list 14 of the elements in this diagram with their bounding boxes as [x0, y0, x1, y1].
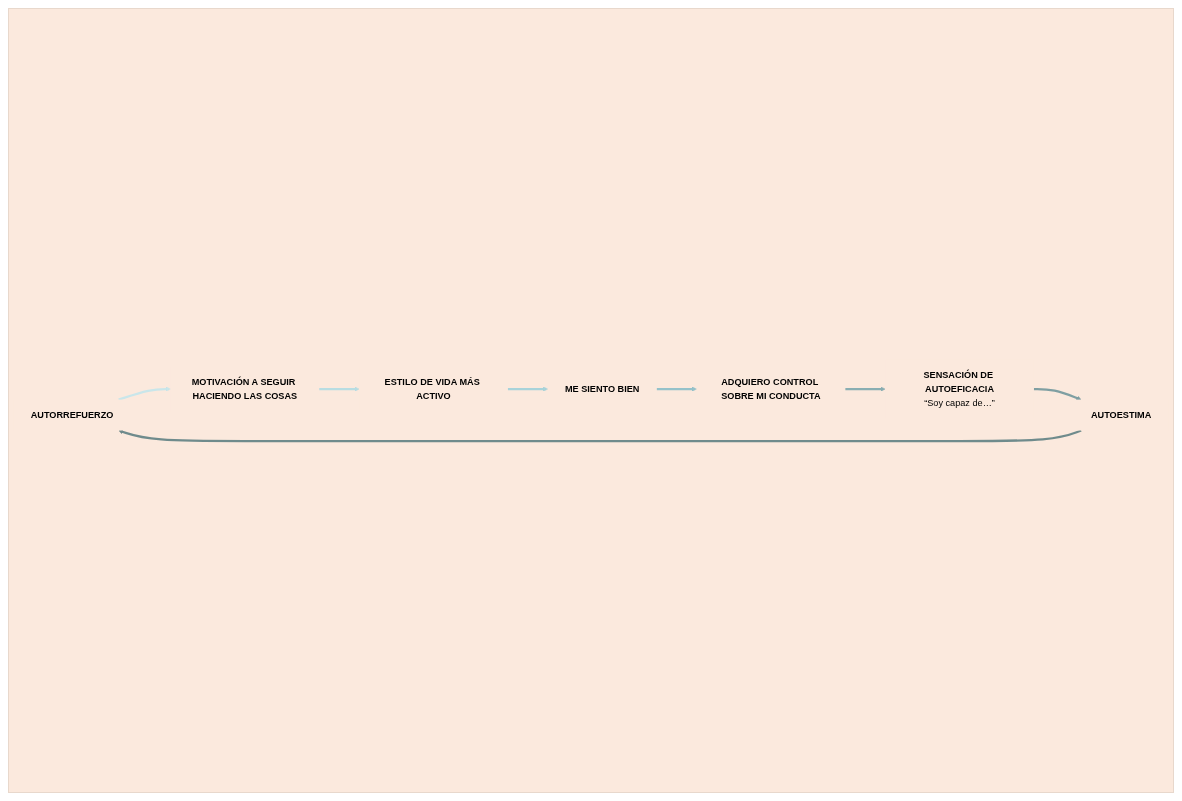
node-text: AUTOESTIMA	[1090, 409, 1152, 420]
arrow	[118, 429, 1082, 443]
node-text: ESTILO DE VIDA MÁS ACTIVO	[384, 377, 480, 401]
arrow	[319, 386, 360, 392]
arrow	[656, 386, 697, 392]
arrow	[845, 386, 886, 392]
node-text: AUTORREFUERZO	[30, 409, 114, 420]
node-text: SENSACIÓN DE AUTOEFICACIA “Soy capaz de…”	[923, 370, 995, 408]
arrow	[507, 386, 548, 392]
arrow	[118, 386, 171, 401]
node-text: ADQUIERO CONTROL SOBRE MI CONDUCTA	[721, 377, 821, 401]
node-text: MOTIVACIÓN A SEGUIR HACIENDO LAS COSAS	[191, 377, 298, 401]
arrow	[1033, 387, 1082, 401]
node-text: ME SIENTO BIEN	[564, 383, 640, 394]
